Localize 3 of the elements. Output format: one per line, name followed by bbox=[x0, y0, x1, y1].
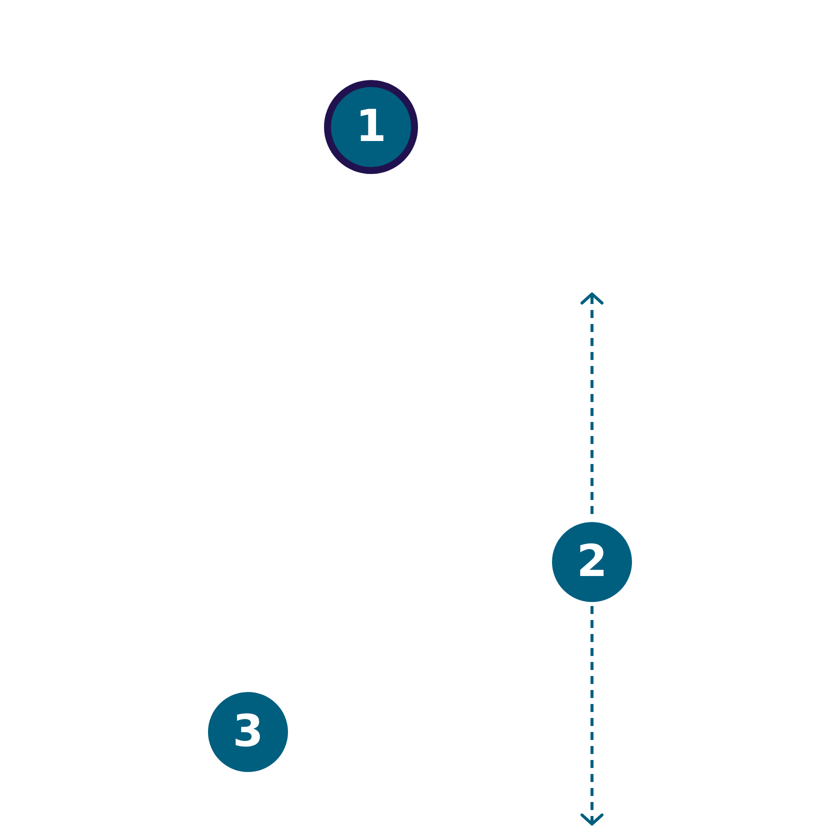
callout-number: 2 bbox=[576, 540, 608, 584]
callout-number: 3 bbox=[232, 710, 264, 754]
callout-number: 1 bbox=[356, 105, 386, 149]
